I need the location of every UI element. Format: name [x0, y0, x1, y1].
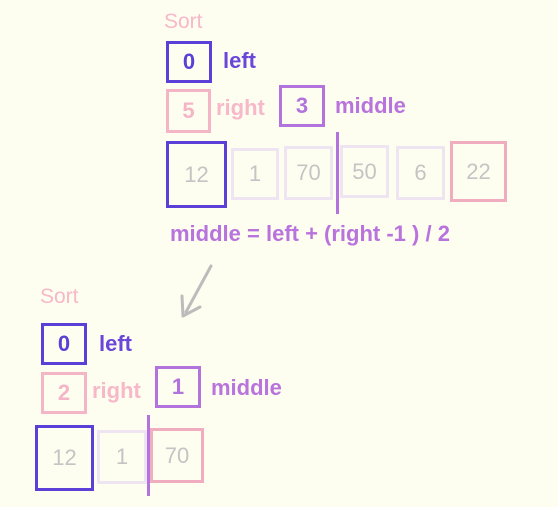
right-label-2: right: [92, 378, 141, 403]
arrow-down-left-icon: [180, 264, 213, 318]
right-label-1: right: [216, 95, 265, 120]
left-pointer-box-2: 0: [41, 323, 87, 365]
array-cell-1-0: 12: [166, 141, 227, 208]
array-cell-1-4: 6: [396, 146, 445, 200]
left-label-2: left: [99, 331, 132, 356]
right-pointer-box-2: 2: [41, 372, 87, 414]
array-cell-2-2: 70: [150, 428, 204, 483]
array-cell-1-5: 22: [450, 141, 507, 202]
middle-pointer-box-2: 1: [155, 366, 201, 408]
sort-title-2: Sort: [40, 285, 79, 308]
array-cell-2-0: 12: [35, 425, 94, 491]
middle-formula: middle = left + (right -1 ) / 2: [170, 221, 450, 246]
left-label-1: left: [223, 48, 256, 73]
middle-divider-1: [336, 132, 339, 214]
left-pointer-box-1: 0: [166, 41, 212, 83]
sort-title-1: Sort: [164, 10, 203, 33]
middle-pointer-box-1: 3: [279, 85, 325, 127]
middle-divider-2: [147, 415, 150, 496]
middle-label-1: middle: [335, 93, 406, 118]
array-cell-1-2: 70: [284, 146, 333, 200]
array-cell-1-3: 50: [340, 145, 389, 198]
array-cell-1-1: 1: [231, 148, 279, 200]
middle-label-2: middle: [211, 375, 282, 400]
right-pointer-box-1: 5: [166, 89, 211, 133]
array-cell-2-1: 1: [97, 430, 147, 484]
